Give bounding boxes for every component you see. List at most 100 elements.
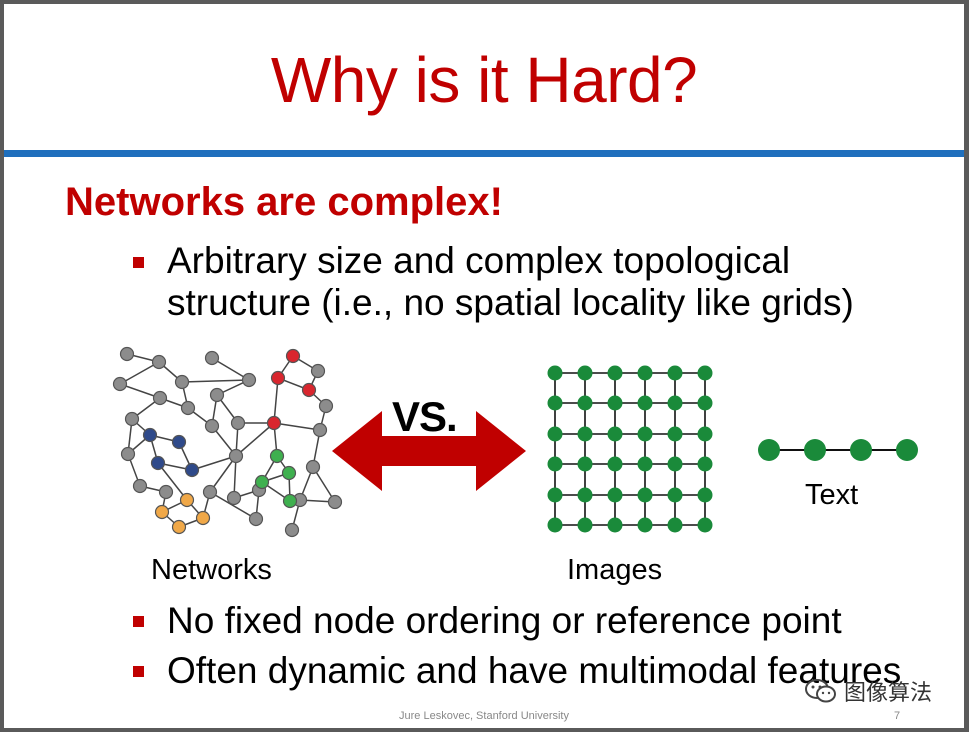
network-node — [230, 415, 246, 431]
grid-node — [697, 487, 713, 503]
grid-node — [697, 517, 713, 533]
network-node — [202, 484, 218, 500]
network-edge — [209, 491, 257, 520]
caption-networks: Networks — [151, 554, 272, 586]
vs-label: VS. — [392, 393, 458, 440]
grid-node — [607, 395, 623, 411]
network-node — [179, 492, 195, 508]
network-node — [228, 448, 244, 464]
grid-node — [607, 456, 623, 472]
chain-node — [804, 439, 826, 461]
network-node — [318, 398, 334, 414]
network-node — [327, 494, 343, 510]
grid-node — [547, 395, 563, 411]
grid-node — [577, 365, 593, 381]
text-chain — [758, 439, 918, 461]
network-node — [154, 504, 170, 520]
double-arrow-icon — [332, 411, 526, 491]
network-node — [171, 434, 187, 450]
network-node — [112, 376, 128, 392]
footer-credit: Jure Leskovec, Stanford University — [399, 710, 569, 722]
wechat-icon — [805, 679, 836, 703]
bullet-text: No fixed node ordering or reference poin… — [167, 600, 842, 641]
chain-node — [758, 439, 780, 461]
network-node — [204, 418, 220, 434]
grid-node — [577, 395, 593, 411]
network-node — [270, 370, 286, 386]
network-node — [152, 390, 168, 406]
grid-node — [607, 365, 623, 381]
caption-images: Images — [567, 554, 663, 586]
network-node — [142, 427, 158, 443]
network-node — [226, 490, 242, 506]
slide: Why is it Hard? Networks are complex! Ar… — [4, 4, 964, 728]
grid-node — [637, 395, 653, 411]
grid-node — [667, 487, 683, 503]
grid-node — [547, 487, 563, 503]
grid-node — [667, 426, 683, 442]
network-edge — [211, 357, 250, 381]
network-node — [310, 363, 326, 379]
grid-node — [547, 426, 563, 442]
grid-node — [667, 517, 683, 533]
network-node — [312, 422, 328, 438]
slide-title: Why is it Hard? — [270, 44, 698, 116]
network-edge — [235, 422, 275, 457]
section-heading: Networks are complex! — [65, 180, 503, 224]
network-node — [241, 372, 257, 388]
bullet-text: Arbitrary size and complex topological — [167, 240, 791, 281]
caption-text: Text — [805, 479, 859, 511]
network-node — [254, 474, 270, 490]
network-node — [266, 415, 282, 431]
square-bullet-icon — [133, 666, 144, 677]
grid-node — [637, 456, 653, 472]
square-bullet-icon — [133, 257, 144, 268]
illustration — [112, 346, 918, 538]
network-node — [150, 455, 166, 471]
watermark: 图像算法 — [804, 676, 932, 706]
chain-node — [850, 439, 872, 461]
grid-node — [577, 456, 593, 472]
network-edge — [209, 455, 237, 493]
grid-node — [637, 365, 653, 381]
network-edge — [273, 377, 279, 424]
network-node — [281, 465, 297, 481]
network-edge — [191, 455, 237, 471]
network-node — [282, 493, 298, 509]
network-node — [120, 446, 136, 462]
network-edge — [119, 361, 160, 385]
grid-node — [607, 426, 623, 442]
grid-node — [697, 426, 713, 442]
network-node — [248, 511, 264, 527]
bullet-text: Often dynamic and have multimodal featur… — [167, 650, 902, 691]
network-node — [119, 346, 135, 362]
grid-node — [577, 426, 593, 442]
network-edge — [157, 462, 188, 501]
grid-node — [547, 517, 563, 533]
network-node — [284, 522, 300, 538]
grid-node — [577, 517, 593, 533]
grid-node — [547, 456, 563, 472]
network-node — [209, 387, 225, 403]
network-node — [301, 382, 317, 398]
image-grid — [547, 365, 713, 533]
grid-node — [697, 365, 713, 381]
page-number: 7 — [894, 710, 901, 722]
title-rule — [4, 150, 964, 157]
network-node — [151, 354, 167, 370]
square-bullet-icon — [133, 616, 144, 627]
network-edge — [273, 422, 321, 431]
network-node — [269, 448, 285, 464]
network-node — [204, 350, 220, 366]
network-node — [285, 348, 301, 364]
network-node — [124, 411, 140, 427]
grid-node — [667, 395, 683, 411]
watermark-text: 图像算法 — [844, 681, 933, 706]
grid-node — [697, 395, 713, 411]
network-node — [184, 462, 200, 478]
network-node — [195, 510, 211, 526]
grid-node — [577, 487, 593, 503]
network-node — [174, 374, 190, 390]
grid-node — [697, 456, 713, 472]
grid-node — [637, 426, 653, 442]
